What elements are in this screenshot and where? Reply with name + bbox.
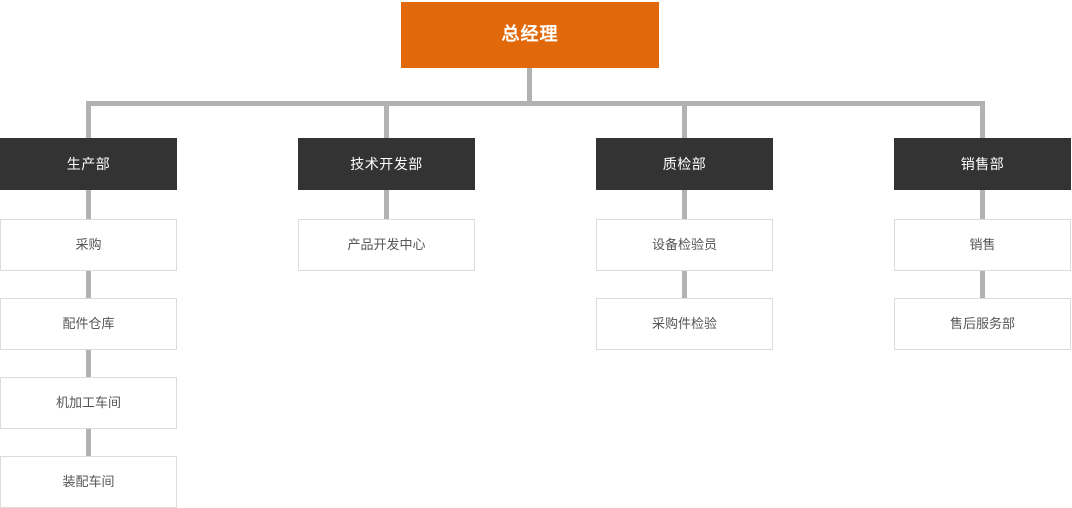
connector-dept2-to-child1 [384, 190, 389, 219]
connector-bus-to-dept-3 [682, 101, 687, 138]
node-leaf-procurement-label: 采购 [75, 237, 102, 253]
node-leaf-assembly-workshop-label: 装配车间 [62, 474, 115, 490]
node-leaf-purchased-parts-inspection[interactable]: 采购件检验 [596, 298, 773, 350]
node-root-general-manager[interactable]: 总经理 [401, 2, 659, 68]
connector-child3-to-child4-col1 [86, 429, 91, 456]
node-leaf-parts-warehouse-label: 配件仓库 [62, 316, 115, 332]
node-leaf-equipment-inspector-label: 设备检验员 [651, 237, 717, 253]
connector-child1-to-child2-col4 [980, 271, 985, 298]
connector-dept1-to-child1 [86, 190, 91, 219]
connector-bus-to-dept-1 [86, 101, 91, 138]
node-leaf-product-development-center[interactable]: 产品开发中心 [298, 219, 475, 271]
connector-bus-to-dept-2 [384, 101, 389, 138]
connector-dept4-to-child1 [980, 190, 985, 219]
node-dept-sales[interactable]: 销售部 [894, 138, 1071, 190]
node-dept-quality-inspection[interactable]: 质检部 [596, 138, 773, 190]
connector-child1-to-child2-col1 [86, 271, 91, 298]
node-leaf-machining-workshop[interactable]: 机加工车间 [0, 377, 177, 429]
connector-root-drop [527, 68, 532, 101]
connector-horizontal-bus [86, 101, 985, 106]
node-dept-technical-development-label: 技术开发部 [350, 155, 423, 172]
node-leaf-after-sales-service-label: 售后服务部 [949, 316, 1015, 332]
node-leaf-parts-warehouse[interactable]: 配件仓库 [0, 298, 177, 350]
node-root-label: 总经理 [501, 24, 559, 45]
node-leaf-equipment-inspector[interactable]: 设备检验员 [596, 219, 773, 271]
node-leaf-sales-label: 销售 [969, 237, 996, 253]
node-dept-production-label: 生产部 [66, 155, 111, 172]
connector-dept3-to-child1 [682, 190, 687, 219]
node-leaf-sales[interactable]: 销售 [894, 219, 1071, 271]
connector-child2-to-child3-col1 [86, 350, 91, 377]
node-leaf-purchased-parts-inspection-label: 采购件检验 [651, 316, 717, 332]
node-dept-production[interactable]: 生产部 [0, 138, 177, 190]
node-leaf-product-development-center-label: 产品开发中心 [347, 237, 426, 253]
node-leaf-procurement[interactable]: 采购 [0, 219, 177, 271]
node-leaf-after-sales-service[interactable]: 售后服务部 [894, 298, 1071, 350]
node-dept-sales-label: 销售部 [960, 155, 1005, 172]
node-leaf-assembly-workshop[interactable]: 装配车间 [0, 456, 177, 508]
connector-bus-to-dept-4 [980, 101, 985, 138]
node-dept-quality-inspection-label: 质检部 [662, 155, 707, 172]
connector-child1-to-child2-col3 [682, 271, 687, 298]
node-dept-technical-development[interactable]: 技术开发部 [298, 138, 475, 190]
node-leaf-machining-workshop-label: 机加工车间 [55, 395, 121, 411]
